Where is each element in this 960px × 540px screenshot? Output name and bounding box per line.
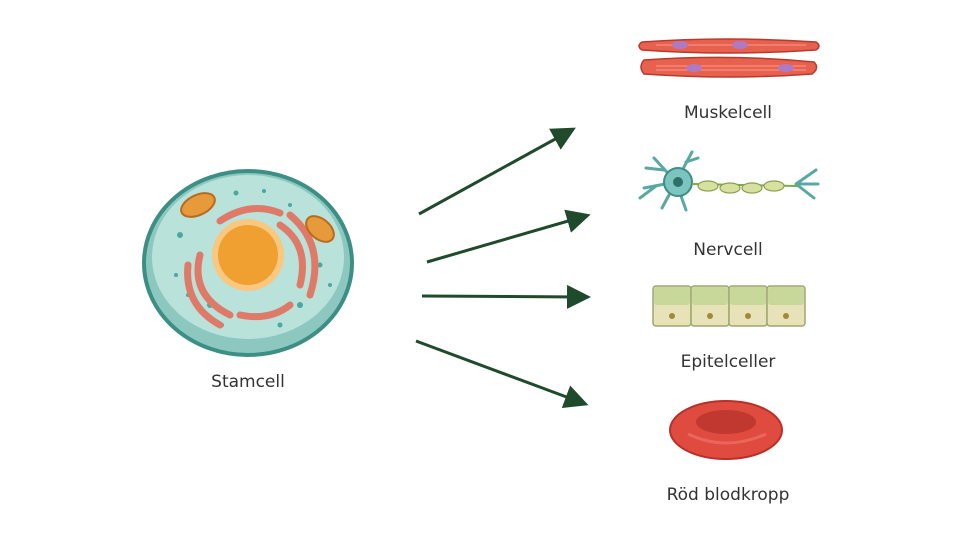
muscle-cell-illustration (638, 38, 820, 78)
nerve-cell-illustration (638, 150, 820, 212)
arrow-to-epithelial (421, 284, 591, 309)
arrow-to-muscle (418, 127, 576, 216)
red-blood-cell-illustration (669, 400, 783, 460)
epithelial-cells-illustration (652, 285, 806, 327)
red-blood-cell-label: Röd blodkropp (666, 485, 790, 505)
arrow-to-rbc (415, 339, 589, 409)
epithelial-cells-label: Epitelceller (680, 352, 776, 372)
muscle-cell-label: Muskelcell (684, 103, 772, 123)
nerve-cell-label: Nervcell (693, 240, 763, 260)
stem-cell-label: Stamcell (211, 372, 285, 392)
arrow-to-nerve (426, 209, 591, 264)
stem-cell-illustration (142, 169, 354, 357)
